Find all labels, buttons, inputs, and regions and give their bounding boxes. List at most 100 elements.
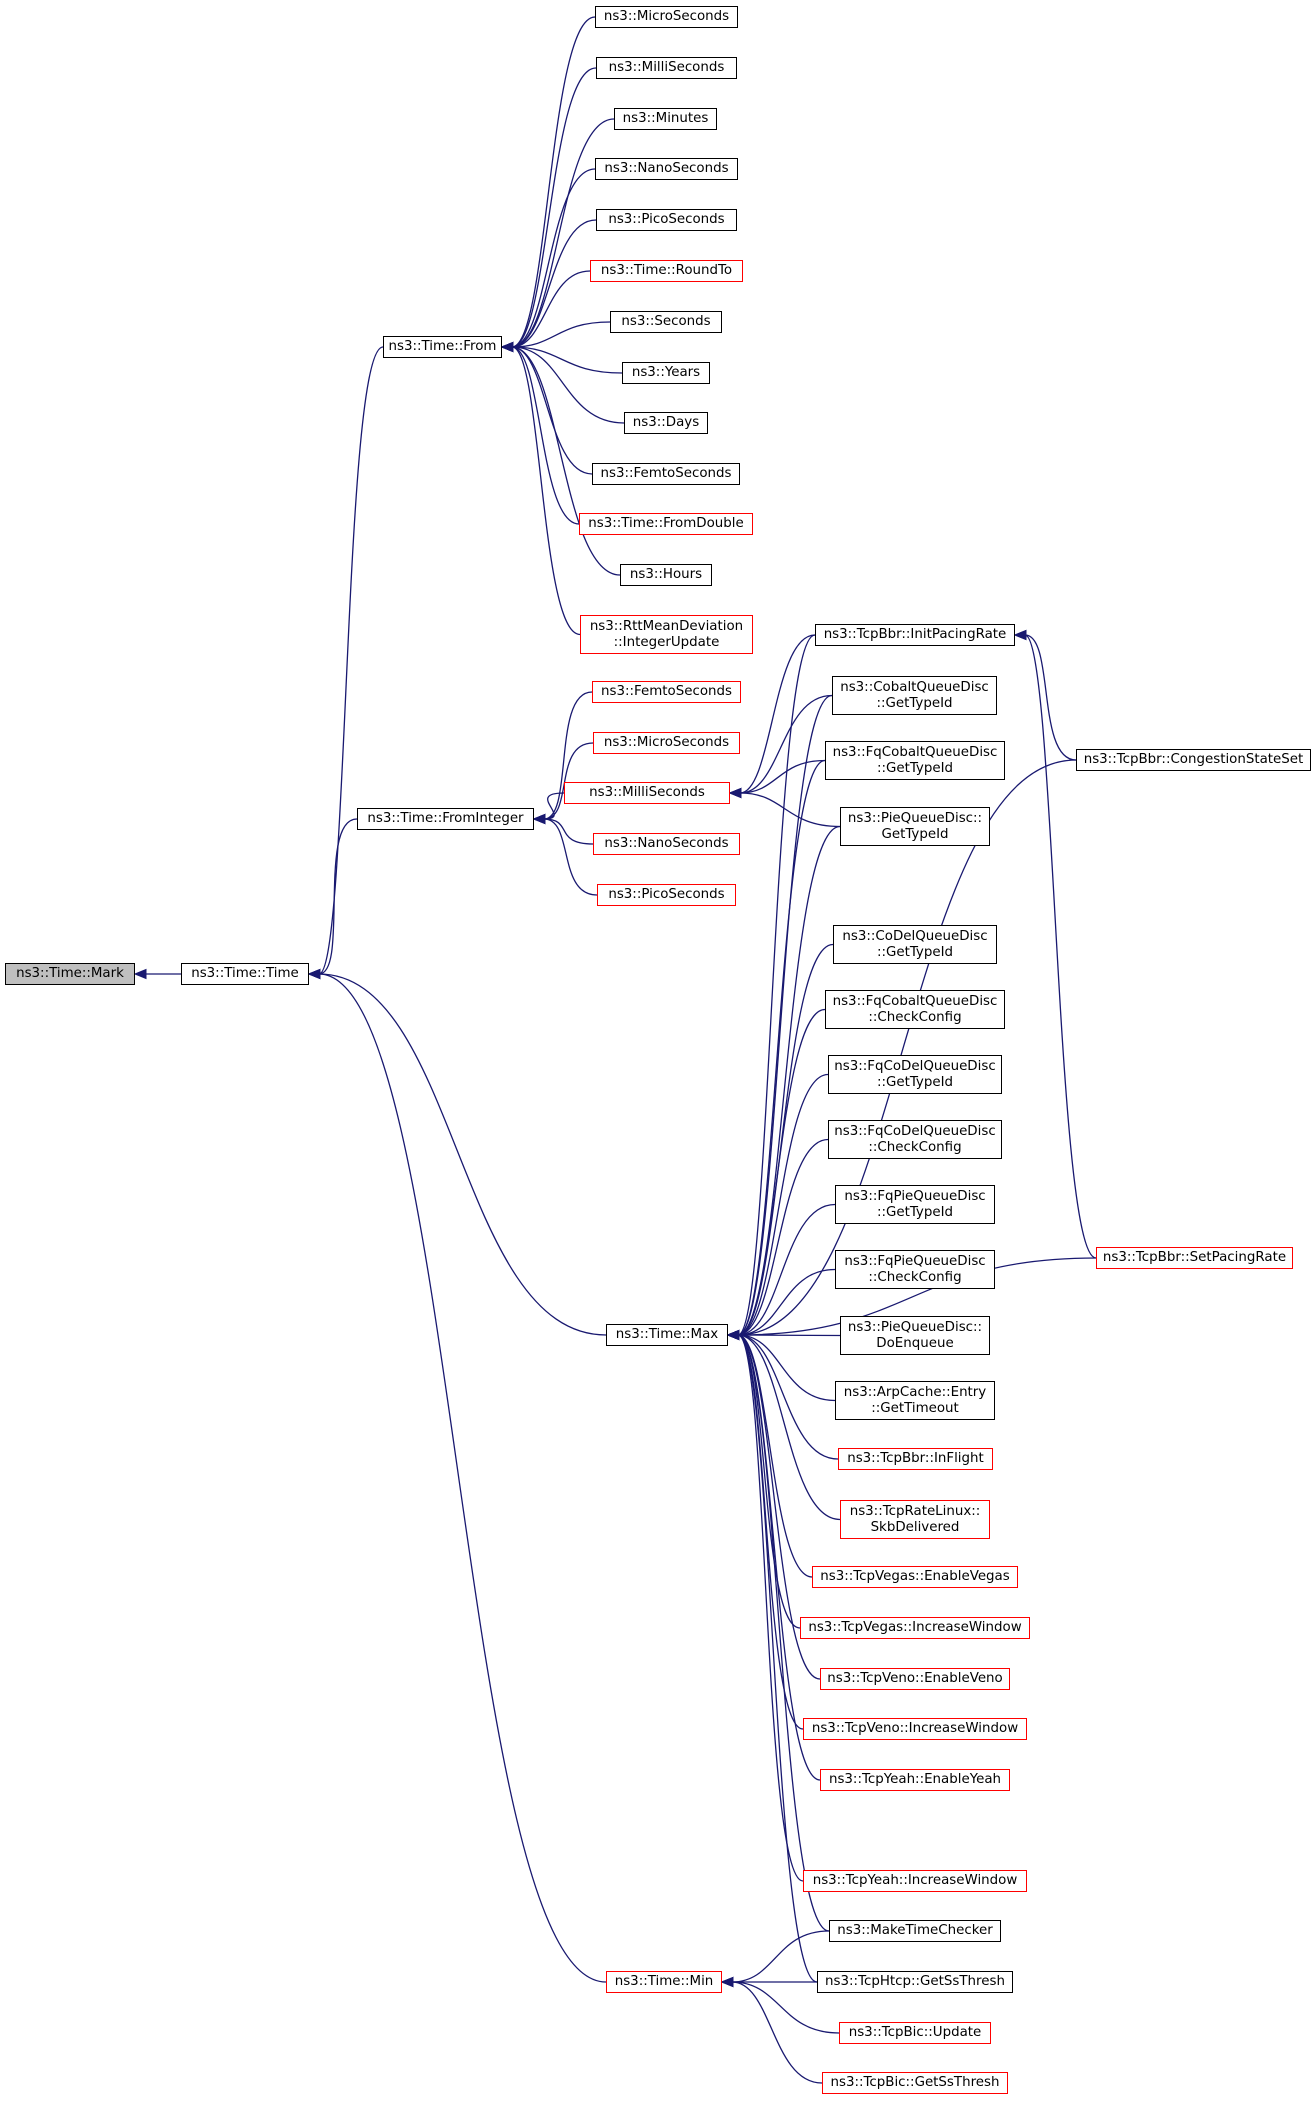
- node-veno-inc[interactable]: ns3::TcpVeno::IncreaseWindow: [803, 1718, 1027, 1740]
- edge-fqpie-check-to-max: [737, 1268, 836, 1336]
- node-maketc[interactable]: ns3::MakeTimeChecker: [829, 1920, 1001, 1942]
- node-htcp[interactable]: ns3::TcpHtcp::GetSsThresh: [817, 1971, 1013, 1993]
- edge-cobalt-gettid-to-max: [737, 694, 833, 1336]
- node-label-line: ns3::TcpBbr::SetPacingRate: [1102, 1250, 1287, 1265]
- node-f-minutes[interactable]: ns3::Minutes: [614, 108, 717, 130]
- node-f-femto[interactable]: ns3::FemtoSeconds: [592, 463, 740, 485]
- node-f-days[interactable]: ns3::Days: [624, 412, 708, 434]
- node-label-line: ::CheckConfig: [868, 1009, 962, 1025]
- edge-from-to-time: [318, 346, 384, 975]
- node-i-nano[interactable]: ns3::NanoSeconds: [593, 833, 740, 855]
- node-f-roundto[interactable]: ns3::Time::RoundTo: [590, 260, 743, 282]
- node-label-line: ns3::NanoSeconds: [604, 161, 729, 176]
- edge-yeah-en-to-max: [737, 1334, 821, 1781]
- node-f-seconds[interactable]: ns3::Seconds: [610, 311, 722, 333]
- edge-arp-to-max: [737, 1334, 836, 1402]
- node-label-line: ns3::TcpVeno::IncreaseWindow: [811, 1721, 1019, 1736]
- node-i-milli[interactable]: ns3::MilliSeconds: [564, 782, 730, 804]
- node-skb[interactable]: ns3::TcpRateLinux::SkbDelivered: [840, 1500, 990, 1539]
- node-fqpie-gettid[interactable]: ns3::FqPieQueueDisc::GetTypeId: [835, 1185, 995, 1224]
- node-pie-enqueue[interactable]: ns3::PieQueueDisc::DoEnqueue: [840, 1316, 990, 1355]
- node-label-line: ns3::TcpYeah::IncreaseWindow: [812, 1873, 1018, 1888]
- node-yeah-en[interactable]: ns3::TcpYeah::EnableYeah: [820, 1769, 1010, 1791]
- node-f-micro[interactable]: ns3::MicroSeconds: [595, 6, 738, 28]
- node-bic-update[interactable]: ns3::TcpBic::Update: [839, 2022, 991, 2044]
- node-fqpie-check[interactable]: ns3::FqPieQueueDisc::CheckConfig: [835, 1250, 995, 1289]
- node-label-line: ns3::ArpCache::Entry: [843, 1384, 987, 1400]
- node-mark: ns3::Time::Mark: [5, 963, 135, 985]
- node-label-line: ns3::TcpBbr::InitPacingRate: [823, 627, 1007, 642]
- node-fromint[interactable]: ns3::Time::FromInteger: [357, 808, 534, 830]
- node-label-line: GetTypeId: [881, 826, 949, 842]
- node-label-line: ns3::MakeTimeChecker: [837, 1923, 993, 1938]
- node-initpacing[interactable]: ns3::TcpBbr::InitPacingRate: [815, 624, 1015, 646]
- node-f-pico[interactable]: ns3::PicoSeconds: [596, 209, 737, 231]
- node-veno-en[interactable]: ns3::TcpVeno::EnableVeno: [820, 1668, 1010, 1690]
- node-label-line: ns3::MicroSeconds: [603, 735, 730, 750]
- edge-i-milli-to-fromint: [543, 792, 565, 820]
- node-fqcobalt-check[interactable]: ns3::FqCobaltQueueDisc::CheckConfig: [825, 990, 1005, 1029]
- node-f-milli[interactable]: ns3::MilliSeconds: [596, 57, 737, 79]
- node-vegas-en[interactable]: ns3::TcpVegas::EnableVegas: [812, 1566, 1018, 1588]
- node-label-line: ns3::Time::Mark: [16, 966, 124, 981]
- node-label-line: ns3::MicroSeconds: [603, 9, 730, 24]
- node-time[interactable]: ns3::Time::Time: [181, 963, 309, 985]
- node-label-line: ns3::Time::FromDouble: [588, 516, 744, 531]
- edge-fqcobalt-check-to-max: [737, 1008, 826, 1336]
- node-label-line: ns3::TcpBbr::InFlight: [847, 1451, 984, 1466]
- node-label-line: ns3::Time::Max: [615, 1327, 719, 1342]
- node-f-nano[interactable]: ns3::NanoSeconds: [595, 158, 738, 180]
- edge-f-years-to-from: [511, 346, 623, 374]
- edge-bic-update-to-min: [731, 1981, 840, 2034]
- node-congestion[interactable]: ns3::TcpBbr::CongestionStateSet: [1076, 749, 1311, 771]
- edge-bic-ss-to-min: [731, 1981, 823, 2084]
- node-label-line: ns3::TcpBbr::CongestionStateSet: [1083, 752, 1304, 767]
- edge-fqpie-gettid-to-max: [737, 1203, 836, 1336]
- node-arp[interactable]: ns3::ArpCache::Entry::GetTimeout: [835, 1381, 995, 1420]
- edge-fqcodel-gettid-to-max: [737, 1073, 829, 1336]
- edge-f-fromdouble-to-from: [511, 346, 580, 525]
- node-label-line: DoEnqueue: [876, 1335, 954, 1351]
- node-setpacing[interactable]: ns3::TcpBbr::SetPacingRate: [1096, 1247, 1293, 1269]
- arrow-head: [728, 787, 742, 799]
- node-i-femto[interactable]: ns3::FemtoSeconds: [592, 681, 741, 703]
- node-i-micro[interactable]: ns3::MicroSeconds: [593, 732, 740, 754]
- node-label-line: ns3::TcpYeah::EnableYeah: [828, 1772, 1002, 1787]
- node-fqcobalt-gettid[interactable]: ns3::FqCobaltQueueDisc::GetTypeId: [825, 741, 1005, 780]
- node-min[interactable]: ns3::Time::Min: [606, 1971, 722, 1993]
- edge-max-to-time: [318, 973, 607, 1336]
- node-cobalt-gettid[interactable]: ns3::CobaltQueueDisc::GetTypeId: [832, 676, 997, 715]
- node-label-line: ns3::FqCoDelQueueDisc: [834, 1123, 996, 1139]
- node-label-line: ns3::FqCoDelQueueDisc: [834, 1058, 996, 1074]
- node-label-line: ns3::PieQueueDisc::: [847, 810, 983, 826]
- node-label-line: ns3::CoDelQueueDisc: [842, 928, 988, 944]
- node-i-pico[interactable]: ns3::PicoSeconds: [597, 884, 736, 906]
- node-fqcodel-gettid[interactable]: ns3::FqCoDelQueueDisc::GetTypeId: [828, 1055, 1002, 1094]
- edge-f-nano-to-from: [511, 168, 596, 348]
- node-label-line: ns3::TcpRateLinux::: [849, 1503, 981, 1519]
- node-label-line: ns3::TcpBic::Update: [848, 2025, 982, 2040]
- edge-fqcobalt-gettid-to-i-milli: [739, 759, 826, 794]
- node-f-rtt[interactable]: ns3::RttMeanDeviation::IntegerUpdate: [580, 615, 753, 654]
- node-vegas-inc[interactable]: ns3::TcpVegas::IncreaseWindow: [800, 1617, 1030, 1639]
- node-max[interactable]: ns3::Time::Max: [606, 1324, 728, 1346]
- node-label-line: ns3::Hours: [629, 567, 703, 582]
- node-inflight[interactable]: ns3::TcpBbr::InFlight: [838, 1448, 993, 1470]
- node-label-line: ns3::PicoSeconds: [608, 887, 725, 902]
- node-codel-gettid[interactable]: ns3::CoDelQueueDisc::GetTypeId: [833, 925, 997, 964]
- node-label-line: SkbDelivered: [870, 1519, 960, 1535]
- node-f-hours[interactable]: ns3::Hours: [620, 564, 712, 586]
- node-label-line: ::CheckConfig: [868, 1269, 962, 1285]
- node-bic-ss[interactable]: ns3::TcpBic::GetSsThresh: [822, 2072, 1008, 2094]
- node-from[interactable]: ns3::Time::From: [383, 336, 502, 358]
- node-f-years[interactable]: ns3::Years: [622, 362, 710, 384]
- node-pie-gettid[interactable]: ns3::PieQueueDisc::GetTypeId: [840, 807, 990, 846]
- node-label-line: ns3::Time::Time: [191, 966, 299, 981]
- edge-i-micro-to-fromint: [543, 742, 594, 820]
- edge-f-pico-to-from: [511, 219, 597, 348]
- node-fqcodel-check[interactable]: ns3::FqCoDelQueueDisc::CheckConfig: [828, 1120, 1002, 1159]
- node-yeah-inc[interactable]: ns3::TcpYeah::IncreaseWindow: [803, 1870, 1027, 1892]
- node-f-fromdouble[interactable]: ns3::Time::FromDouble: [579, 513, 753, 535]
- node-label-line: ns3::CobaltQueueDisc: [840, 679, 989, 695]
